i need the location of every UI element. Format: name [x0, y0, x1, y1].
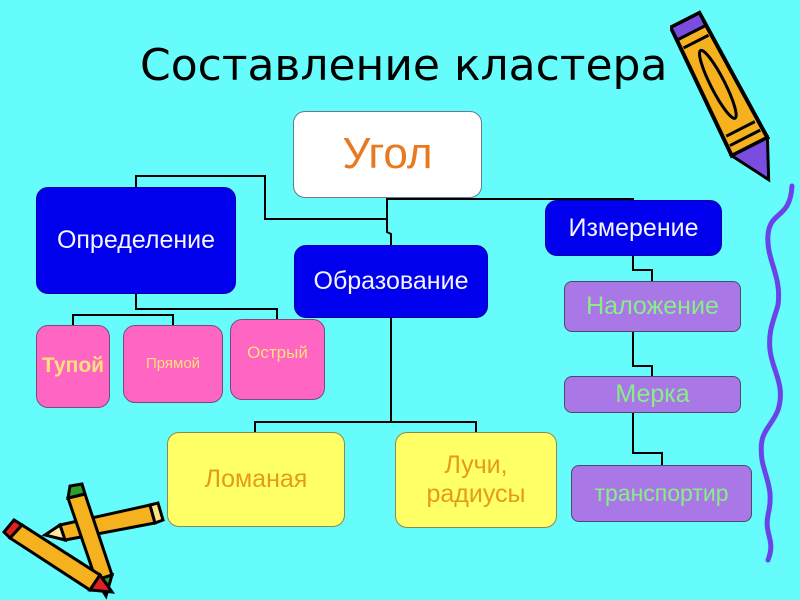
ostry-label: Острый [247, 342, 308, 362]
measurement-child-merka: Мерка [564, 376, 741, 413]
definition-child-pryamoy: Прямой [123, 325, 223, 403]
connector-root-measurement [387, 198, 634, 200]
definition-child-tupoy: Тупой [36, 325, 110, 408]
measurement-child-transportir: транспортир [571, 465, 752, 522]
formation-child-lomanaya: Ломаная [167, 432, 345, 527]
formation-node: Образование [294, 245, 488, 318]
connector-definition-tupoy [72, 314, 136, 325]
pencil-icon [670, 10, 771, 183]
connector-root-formation [386, 198, 392, 245]
tupoy-label: Тупой [41, 354, 105, 378]
connector-nalozhenie-merka [632, 332, 653, 376]
definition-node: Определение [36, 187, 236, 294]
root-label: Угол [342, 129, 433, 179]
transportir-label: транспортир [594, 480, 729, 507]
measurement-label: Измерение [568, 213, 699, 242]
formation-child-luchi: Лучи, радиусы [395, 432, 557, 528]
measurement-child-nalozhenie: Наложение [564, 281, 741, 332]
connector-definition-pryamoy [136, 314, 174, 325]
slide-title: Составление кластера [140, 40, 668, 91]
lomanaya-label: Ломаная [204, 465, 308, 494]
connector-merka-transportir [632, 413, 663, 465]
root-node: Угол [293, 111, 482, 198]
crossed-pencils-icon [1, 482, 165, 600]
measurement-node: Измерение [545, 200, 722, 256]
merka-label: Мерка [615, 380, 690, 409]
wavy-line [758, 183, 795, 563]
connector-definition-ostry [136, 308, 278, 319]
radiusy-label: радиусы [426, 480, 526, 508]
definition-child-ostry: Острый [230, 319, 325, 400]
nalozhenie-label: Наложение [586, 292, 719, 321]
luchi-label: Лучи, [444, 451, 508, 480]
formation-label: Образование [313, 267, 469, 296]
connector-measurement-nalozhenie [632, 256, 653, 281]
connector-formation-children [254, 421, 477, 432]
definition-label: Определение [56, 226, 216, 255]
pryamoy-label: Прямой [145, 355, 201, 373]
